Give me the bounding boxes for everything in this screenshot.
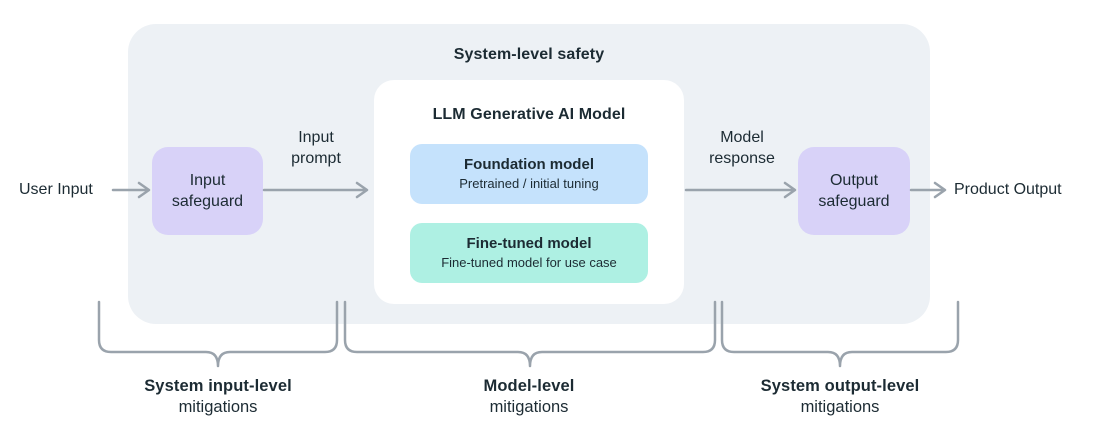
system-output-level-scope: System output-level: [760, 377, 920, 395]
input-safeguard-label-line1: Input: [189, 172, 226, 189]
fine-tuned-model-description: Fine-tuned model for use case: [441, 254, 617, 270]
system-input-level-scope: System input-level: [144, 377, 292, 395]
system-output-level-type: mitigations: [800, 398, 880, 416]
model-response-label: Model response: [692, 127, 792, 169]
output-safeguard-label-line2: safeguard: [818, 193, 890, 210]
model-response-line1: Model: [720, 129, 764, 146]
input-safeguard-label-line2: safeguard: [171, 193, 244, 210]
input-prompt-line2: prompt: [291, 150, 341, 167]
output-safeguard-label-line1: Output: [829, 172, 879, 189]
model-level-scope: Model-level: [483, 377, 575, 395]
system-level-safety-title: System-level safety: [453, 46, 605, 63]
output-safeguard-box: Output safeguard: [798, 147, 910, 235]
system-level-safety-container: System-level safety LLM Generative AI Mo…: [128, 24, 930, 324]
model-level-type: mitigations: [489, 398, 569, 416]
fine-tuned-model-box: Fine-tuned model Fine-tuned model for us…: [410, 223, 648, 283]
foundation-model-description: Pretrained / initial tuning: [459, 175, 599, 191]
fine-tuned-model-name: Fine-tuned model: [466, 235, 592, 252]
foundation-model-name: Foundation model: [464, 156, 594, 173]
system-input-level-mitigations-label: System input-level mitigations: [98, 376, 338, 418]
system-input-level-type: mitigations: [178, 398, 258, 416]
system-output-level-mitigations-label: System output-level mitigations: [720, 376, 960, 418]
input-prompt-label: Input prompt: [266, 127, 366, 169]
model-response-line2: response: [709, 150, 775, 167]
model-level-mitigations-label: Model-level mitigations: [429, 376, 629, 418]
user-input-label: User Input: [19, 181, 93, 198]
input-prompt-line1: Input: [298, 129, 334, 146]
foundation-model-box: Foundation model Pretrained / initial tu…: [410, 144, 648, 204]
product-output-label: Product Output: [954, 181, 1062, 198]
input-safeguard-box: Input safeguard: [152, 147, 263, 235]
llm-model-container: LLM Generative AI Model Foundation model…: [374, 80, 684, 304]
llm-model-title: LLM Generative AI Model: [432, 106, 626, 123]
